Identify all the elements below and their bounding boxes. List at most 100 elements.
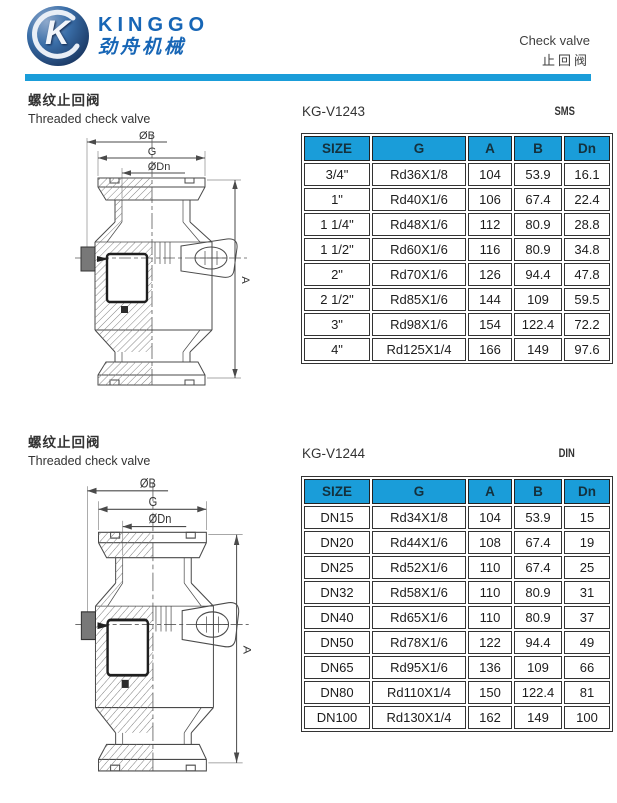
table-cell: 47.8 [564,263,610,286]
valve-drawing-2: ØB G ØDn A [35,476,287,784]
table-cell: 67.4 [514,531,562,554]
table-cell: 154 [468,313,512,336]
dim-label-a: A [239,276,251,284]
table-cell: Rd130X1/4 [372,706,466,729]
section-1-title: 螺纹止回阀 Threaded check valve [28,89,150,126]
table-cell: 94.4 [514,631,562,654]
section-2-title: 螺纹止回阀 Threaded check valve [28,431,150,468]
column-header: B [514,136,562,161]
table-cell: DN80 [304,681,370,704]
company-logo: K KINGGO 劲舟机械 [27,6,209,66]
dim-label-a: A [241,646,254,655]
table-cell: 37 [564,606,610,629]
table-cell: DN20 [304,531,370,554]
table-cell: Rd70X1/6 [372,263,466,286]
dim-label-ob: ØB [140,477,156,491]
table-cell: 59.5 [564,288,610,311]
section-2-standard-label: DIN [558,448,575,460]
table-cell: Rd85X1/6 [372,288,466,311]
table-cell: 108 [468,531,512,554]
table-cell: DN25 [304,556,370,579]
column-header: G [372,479,466,504]
table-cell: 110 [468,556,512,579]
table-cell: 94.4 [514,263,562,286]
section-1-model-number: KG-V1243 [302,104,366,119]
table-cell: 3" [304,313,370,336]
table-cell: 28.8 [564,213,610,236]
table-cell: 122 [468,631,512,654]
table-cell: 1" [304,188,370,211]
table-cell: 22.4 [564,188,610,211]
brand-block: KINGGO 劲舟机械 [98,14,209,59]
table-cell: 3/4" [304,163,370,186]
table-cell: Rd34X1/8 [372,506,466,529]
table-cell: 16.1 [564,163,610,186]
table-cell: 116 [468,238,512,261]
table-cell: 122.4 [514,313,562,336]
table-cell: Rd65X1/6 [372,606,466,629]
section-1-title-cn: 螺纹止回阀 [28,93,101,108]
table-cell: 67.4 [514,556,562,579]
table-cell: 166 [468,338,512,361]
table-cell: 72.2 [564,313,610,336]
table-cell: DN50 [304,631,370,654]
table-cell: 110 [468,581,512,604]
table-cell: 1 1/4" [304,213,370,236]
table-cell: Rd44X1/6 [372,531,466,554]
table-cell: 110 [468,606,512,629]
table-cell: 53.9 [514,506,562,529]
table-cell: 15 [564,506,610,529]
brand-name-cn: 劲舟机械 [98,36,187,58]
column-header: A [468,479,512,504]
table-cell: 49 [564,631,610,654]
table-cell: 109 [514,656,562,679]
table-cell: 149 [514,338,562,361]
table-cell: 104 [468,506,512,529]
table-cell: Rd78X1/6 [372,631,466,654]
table-cell: Rd52X1/6 [372,556,466,579]
table-cell: 2 1/2" [304,288,370,311]
table-cell: 150 [468,681,512,704]
table-cell: DN40 [304,606,370,629]
table-cell: Rd98X1/6 [372,313,466,336]
column-header: SIZE [304,479,370,504]
table-cell: 4" [304,338,370,361]
table-cell: 25 [564,556,610,579]
table-cell: 100 [564,706,610,729]
table-cell: 149 [514,706,562,729]
product-name-en: Check valve [519,33,590,48]
table-cell: 122.4 [514,681,562,704]
table-cell: 66 [564,656,610,679]
column-header: Dn [564,136,610,161]
table-cell: Rd36X1/8 [372,163,466,186]
dim-label-ob: ØB [139,130,155,142]
table-cell: 1 1/2" [304,238,370,261]
table-cell: DN100 [304,706,370,729]
table-cell: Rd110X1/4 [372,681,466,704]
table-cell: Rd95X1/6 [372,656,466,679]
section-2-title-cn: 螺纹止回阀 [28,435,101,450]
section-2-title-en: Threaded check valve [28,454,151,468]
logo-monogram: K [45,14,70,52]
table-cell: 97.6 [564,338,610,361]
table-cell: 31 [564,581,610,604]
table-cell: DN32 [304,581,370,604]
table-cell: 112 [468,213,512,236]
column-header: SIZE [304,136,370,161]
table-cell: 2" [304,263,370,286]
column-header: B [514,479,562,504]
table-cell: DN15 [304,506,370,529]
header-divider-bar [25,74,591,81]
